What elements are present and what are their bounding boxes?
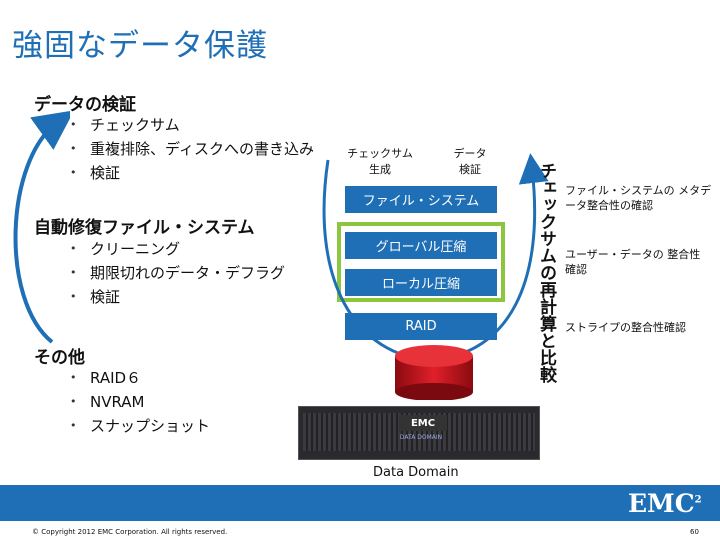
footer-strip xyxy=(0,521,720,540)
layer-local-compression: ローカル圧縮 xyxy=(345,269,497,296)
other-heading: その他 xyxy=(34,348,85,368)
fs-metadata-label: ファイル・システムの メタデータ整合性の確認 xyxy=(565,184,712,212)
verify-heading: データの検証 xyxy=(34,95,136,115)
list-item: チェックサム xyxy=(70,113,314,137)
list-item: RAID６ xyxy=(70,366,210,390)
page-title: 強固なデータ保護 xyxy=(12,28,268,64)
layer-global-compression: グローバル圧縮 xyxy=(345,232,497,259)
other-list: RAID６ NVRAM スナップショット xyxy=(70,366,210,438)
emc-logo: EMC2 xyxy=(628,489,702,518)
selfheal-heading: 自動修復ファイル・システム xyxy=(34,218,255,238)
copyright: © Copyright 2012 EMC Corporation. All ri… xyxy=(32,528,228,536)
list-item: 検証 xyxy=(70,285,285,309)
selfheal-list: クリーニング 期限切れのデータ・デフラグ 検証 xyxy=(70,237,285,309)
appliance-image: EMC DATA DOMAIN xyxy=(298,406,540,460)
verify-list: チェックサム 重複排除、ディスクへの書き込み 検証 xyxy=(70,113,314,185)
page-number: 60 xyxy=(690,528,699,536)
appliance-logo: EMC xyxy=(399,415,447,431)
list-item: 検証 xyxy=(70,161,314,185)
list-item: 重複排除、ディスクへの書き込み xyxy=(70,137,314,161)
compression-frame xyxy=(337,222,505,302)
disk-icon xyxy=(395,345,473,400)
verify-arc xyxy=(322,153,549,400)
list-item: スナップショット xyxy=(70,414,210,438)
stripe-label: ストライプの整合性確認 xyxy=(565,321,686,334)
appliance-brand: DATA DOMAIN xyxy=(399,434,443,441)
loop-arrow xyxy=(13,110,70,344)
user-data-label: ユーザー・データの 整合性確認 xyxy=(565,248,701,276)
list-item: 期限切れのデータ・デフラグ xyxy=(70,261,285,285)
checksum-gen-label: チェックサム生成 xyxy=(347,147,413,176)
recalc-compare-label: チェックサムの再計算と比較 xyxy=(536,162,556,383)
layer-file-system: ファイル・システム xyxy=(345,186,497,213)
list-item: クリーニング xyxy=(70,237,285,261)
list-item: NVRAM xyxy=(70,390,210,414)
data-verify-label: データ検証 xyxy=(453,147,487,176)
device-label: Data Domain xyxy=(373,465,459,480)
